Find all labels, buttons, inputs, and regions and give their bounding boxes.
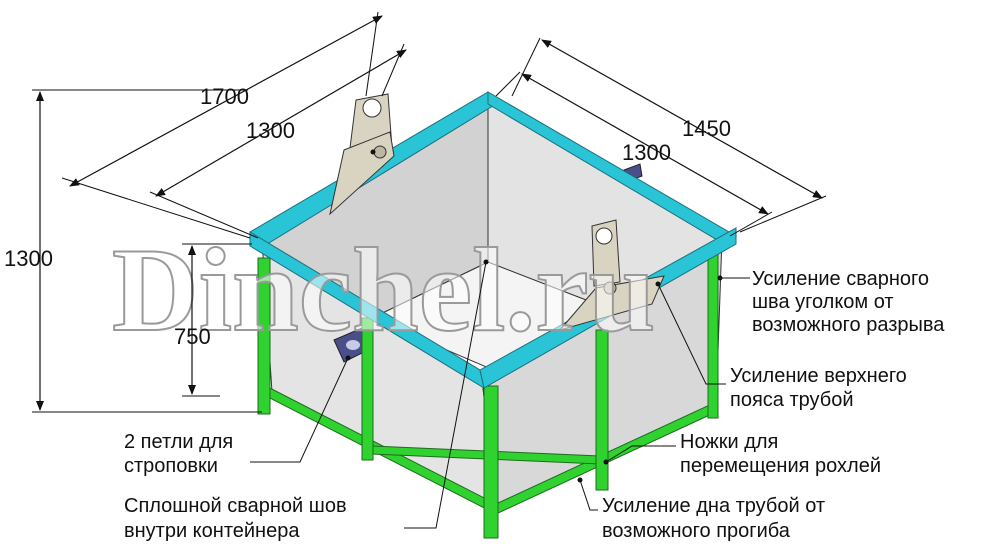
callout-angle-weld: Усиление сварного шва уголком от возможн… <box>752 268 945 336</box>
callouts: Усиление сварного шва уголком от возможн… <box>124 149 945 542</box>
fork-pocket-left-hole <box>346 340 360 350</box>
leg-front-right-mid <box>595 329 609 491</box>
watermark: Dinchel.ru <box>112 223 655 356</box>
legs-frame <box>257 251 719 539</box>
leader-top-belt <box>657 283 726 385</box>
leader-crane-legs <box>605 445 676 463</box>
dim-label-750: 750 <box>174 324 211 349</box>
dimensions: 1700 1300 1300 750 1450 1300 <box>4 11 827 413</box>
callout-lugs: 2 петли для строповки <box>124 431 239 477</box>
dim-label-1450: 1450 <box>682 116 731 141</box>
callout-crane-legs: Ножки для перемещения рохлей <box>680 431 881 477</box>
dim-line-1300-width <box>521 73 769 215</box>
callout-top-belt: Усиление верхнего пояса трубой <box>730 365 912 411</box>
leader-bottom <box>579 479 598 511</box>
dim-line-1300-length <box>155 49 407 197</box>
leg-front-left-mid <box>361 317 374 461</box>
lifting-lug-right <box>558 219 665 331</box>
dim-label-1300-length: 1300 <box>246 118 295 143</box>
leader-weld <box>404 261 487 529</box>
dim-label-1700: 1700 <box>200 84 249 109</box>
leader-lugs <box>250 357 349 463</box>
dim-label-1300-width: 1300 <box>622 140 671 165</box>
callout-weld: Сплошной сварной шов внутри контейнера <box>124 495 352 542</box>
leg-left <box>257 257 271 415</box>
leg-right <box>707 251 719 419</box>
leg-front-corner <box>483 385 499 539</box>
callout-bottom: Усиление дна трубой от возможного прогиб… <box>602 495 831 542</box>
dim-label-1300-height: 1300 <box>4 246 53 271</box>
